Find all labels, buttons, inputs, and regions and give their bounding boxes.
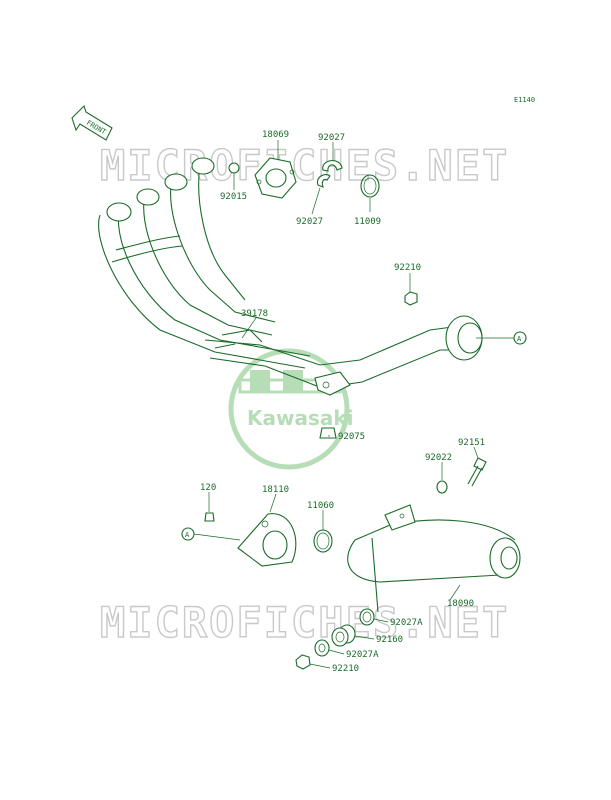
part-label-92027a-upper: 92027A <box>390 618 423 628</box>
nut-92210-top <box>404 291 418 306</box>
kawasaki-logo-text: Kawasaki <box>247 406 354 430</box>
collar-18069 <box>254 157 297 199</box>
connector-a-upper-label: A <box>517 335 522 343</box>
watermark-top: MICROFICHES.NET <box>100 141 509 190</box>
connector-a-lower: A <box>181 527 241 541</box>
kawasaki-logo: Kawasaki <box>228 348 354 470</box>
part-label-18069: 18069 <box>262 130 289 140</box>
part-label-120: 120 <box>200 483 216 493</box>
part-label-92075: 92075 <box>338 432 365 442</box>
part-label-18110: 18110 <box>262 485 289 495</box>
damper-92075 <box>319 427 337 439</box>
part-label-92027-top: 92027 <box>318 133 345 143</box>
watermark-bottom: MICROFICHES.NET <box>100 598 509 647</box>
washer-92022 <box>436 480 448 494</box>
exhaust-header-pipes <box>98 157 483 396</box>
part-label-39178: 39178 <box>241 309 268 319</box>
part-label-18090: 18090 <box>447 599 474 609</box>
part-label-92027a-lower: 92027A <box>346 650 379 660</box>
leader-lines <box>208 140 479 669</box>
part-label-92210-bottom: 92210 <box>332 664 359 674</box>
part-label-92015: 92015 <box>220 192 247 202</box>
bolt-92151 <box>467 457 487 487</box>
part-labels: 18069 92027 92015 92027 11009 92210 3917… <box>200 130 485 674</box>
part-label-11009: 11009 <box>354 217 381 227</box>
nut-92015 <box>228 162 240 186</box>
bolt-120 <box>204 512 215 522</box>
muffler-18090 <box>347 504 521 613</box>
connector-a-lower-label: A <box>185 531 190 539</box>
part-label-92210-top: 92210 <box>394 263 421 273</box>
collar-92027a-upper <box>359 608 375 626</box>
part-label-92027-bottom: 92027 <box>296 217 323 227</box>
collar-92027a-lower <box>314 639 330 657</box>
part-label-92022: 92022 <box>425 453 452 463</box>
part-label-11060: 11060 <box>307 501 334 511</box>
connector-a-upper: A <box>476 331 527 345</box>
part-label-92151: 92151 <box>458 438 485 448</box>
ref-code: E1140 <box>514 96 535 104</box>
heat-shield-18110 <box>237 513 297 567</box>
nut-92210-bottom <box>295 654 311 670</box>
gasket-11009 <box>360 174 380 198</box>
front-arrow-icon: FRONT <box>71 104 113 141</box>
damper-92160 <box>331 624 356 647</box>
split-keeper-92027 <box>316 160 343 188</box>
part-label-92160: 92160 <box>376 635 403 645</box>
